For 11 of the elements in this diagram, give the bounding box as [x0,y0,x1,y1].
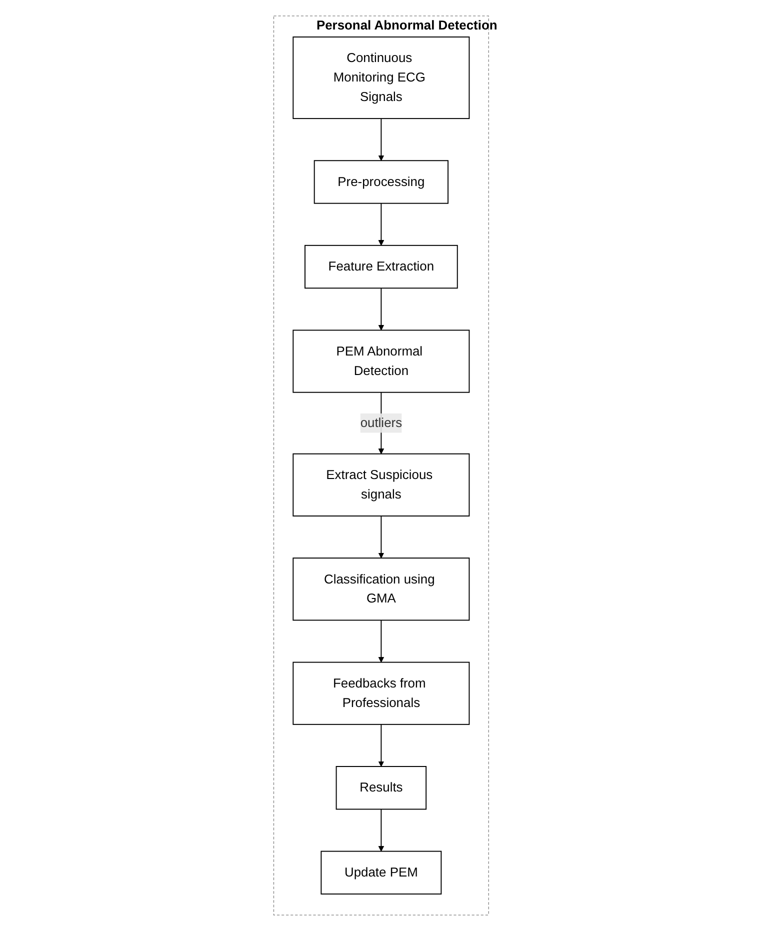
process-box: Update PEM [320,850,442,894]
process-box: Extract Suspicious signals [292,453,470,516]
process-box: Feedbacks from Professionals [292,662,470,725]
process-box: PEM Abnormal Detection [292,330,470,393]
edge-label: outliers [360,413,402,433]
process-box: Results [336,766,427,810]
process-box: Feature Extraction [304,244,458,289]
process-box: Continuous Monitoring ECG Signals [292,36,470,120]
process-box: Pre-processing [314,160,448,204]
frame-title: Personal Abnormal Detection [316,18,498,33]
process-box: Classification using GMA [292,558,470,621]
